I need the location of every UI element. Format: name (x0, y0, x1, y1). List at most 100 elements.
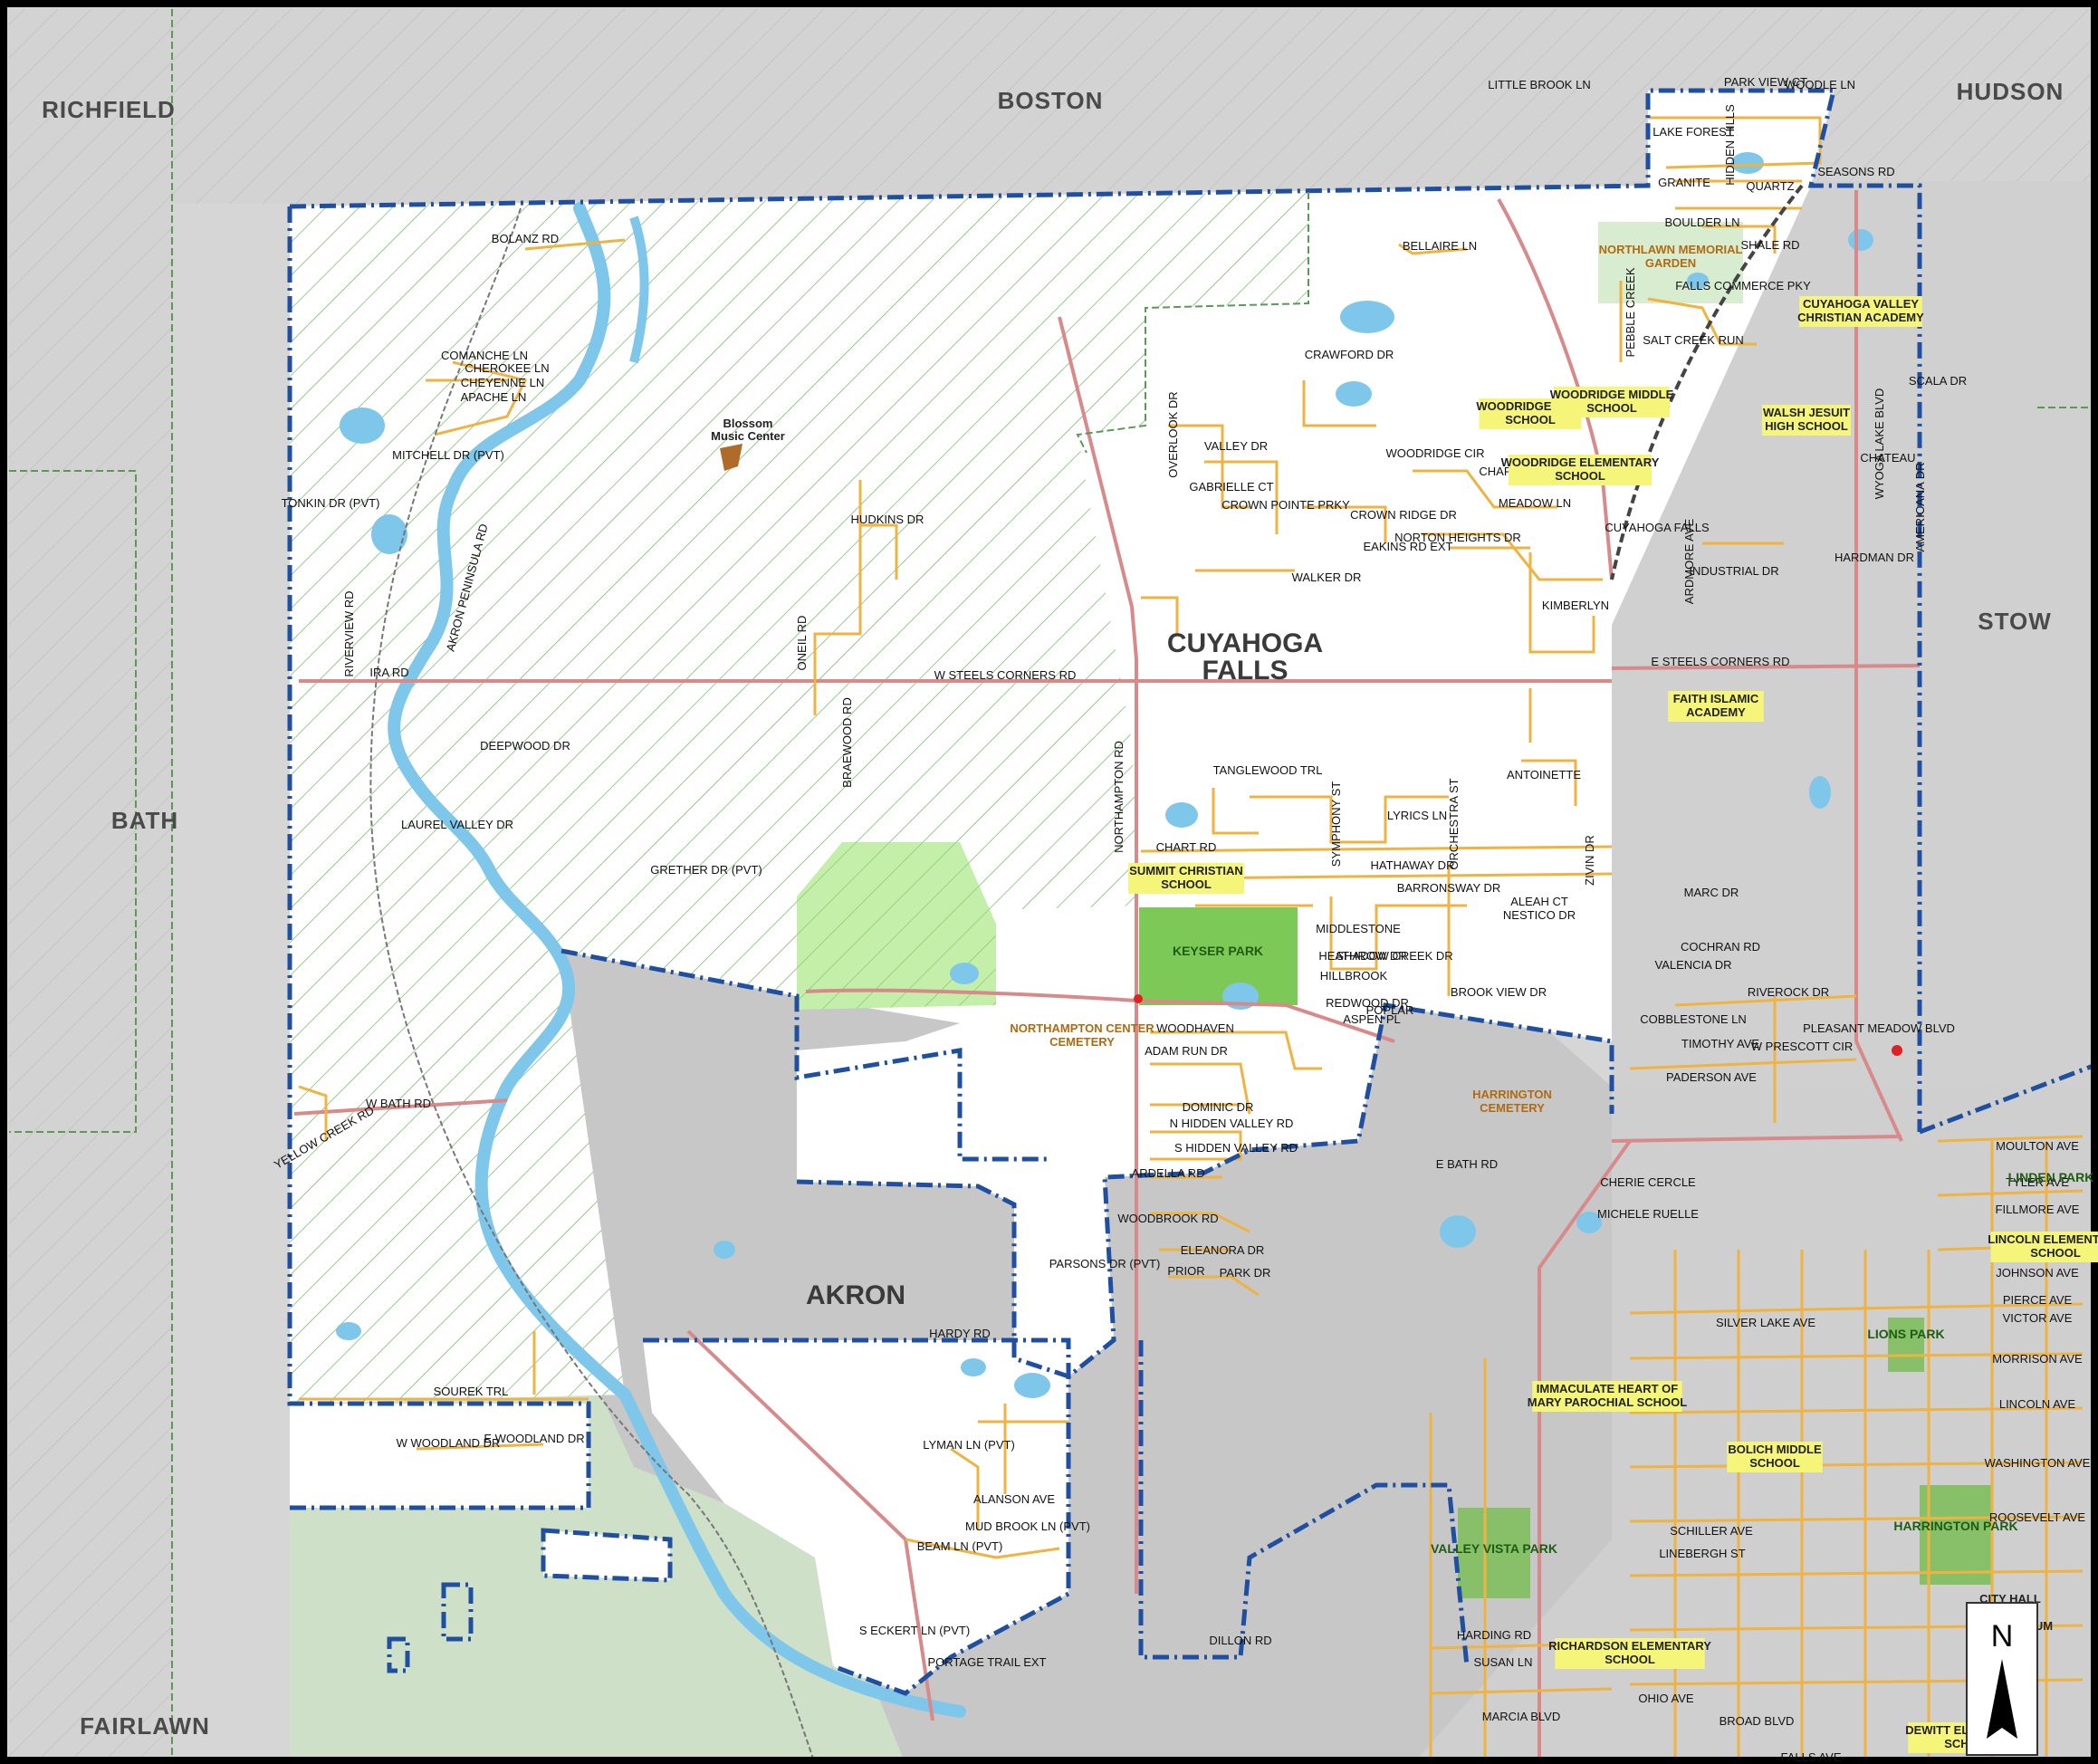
school-label-text: RICHARDSON ELEMENTARY (1548, 1639, 1711, 1653)
railroad-east (1610, 184, 1804, 580)
road-label: TYLER AVE (2006, 1175, 2069, 1189)
road-label: NORTHAMPTON RD (1112, 741, 1126, 853)
park-label: HARRINGTON PARK (1893, 1519, 2017, 1533)
road-label: CUYAHOGA FALLS (1605, 521, 1710, 534)
neighbor-boundaries (9, 9, 2098, 1764)
road-label: MARC DR (1684, 886, 1739, 899)
blossom-music-center-icon[interactable] (720, 444, 742, 471)
road-label: KIMBERLYN (1542, 599, 1609, 612)
road-label: S HIDDEN VALLEY RD (1174, 1141, 1298, 1155)
north-arrow-label: N (1991, 1619, 2014, 1654)
school-label-text: MARY PAROCHIAL SCHOOL (1528, 1395, 1688, 1409)
lions-park[interactable] (1888, 1318, 1924, 1372)
road-label: PIERCE AVE (2003, 1293, 2073, 1307)
road-label: LYMAN LN (PVT) (923, 1438, 1015, 1452)
road-label: VICTOR AVE (2003, 1311, 2073, 1325)
road-label: N HIDDEN VALLEY RD (1170, 1117, 1294, 1130)
keyser-park-marker-icon (1134, 994, 1143, 1003)
poi-marker-icon (1892, 1045, 1902, 1056)
road-label: GABRIELLE CT (1189, 480, 1273, 494)
keyser-park[interactable] (1139, 907, 1298, 1005)
township-boundary (287, 88, 2098, 1696)
school-label-background (1762, 405, 1851, 436)
road-label: HATHAWAY DR (1371, 858, 1455, 872)
road-label: SILVER LAKE AVE (1716, 1316, 1815, 1329)
road-label: HARDY RD (929, 1327, 991, 1340)
road-label: AMERICANA DR (1913, 463, 1927, 552)
city-label: AKRON (806, 1280, 905, 1310)
school-label-text: CHRISTIAN ACADEMY (1797, 311, 1924, 324)
river-tributary (629, 216, 649, 364)
road-label: HIDDEN HILLS (1723, 104, 1737, 186)
town-label: BOSTON (998, 87, 1104, 114)
road-label: TIMOTHY AVE (1681, 1037, 1760, 1050)
road-label: WOODRIDGE CIR (1385, 446, 1484, 460)
green-park-hatched (797, 842, 996, 1010)
road-label: SALT CREEK RUN (1643, 333, 1744, 347)
road-label: CHATEAU (1860, 451, 1915, 465)
road-label: DOMINIC DR (1183, 1100, 1254, 1114)
road-label: W STEELS CORNERS RD (934, 668, 1077, 682)
road-label: WALKER DR (1292, 570, 1362, 584)
road-label: BARRONSWAY DR (1397, 881, 1501, 895)
road-label: GRETHER DR (PVT) (650, 863, 762, 877)
school-label-text: SCHOOL (1161, 877, 1212, 891)
road-label: MEADOW LN (1499, 496, 1571, 510)
school-label-text: CUYAHOGA VALLEY (1803, 297, 1919, 311)
city-label: FALLS (1202, 656, 1288, 685)
road-label: BOULDER LN (1664, 216, 1739, 229)
park-label: KEYSER PARK (1173, 944, 1263, 958)
road-label: W WOODLAND DR (397, 1436, 501, 1450)
road-label: GRANITE (1658, 176, 1710, 189)
cemetery-label: NORTHAMPTON CENTER (1010, 1021, 1154, 1035)
road-label: CROWN POINTE PRKY (1221, 498, 1350, 512)
road-label: IRA RD (369, 666, 408, 679)
school-label-text: SCHOOL (1586, 401, 1637, 415)
road-label: SUSAN LN (1473, 1655, 1532, 1669)
road-label: TANGLEWOOD TRL (1213, 763, 1323, 777)
road-label: CHERIE CERCLE (1600, 1175, 1696, 1189)
school-label-text: BOLICH MIDDLE (1728, 1443, 1822, 1456)
road-label: ROOSEVELT AVE (1989, 1510, 2086, 1524)
road-label: S ECKERT LN (PVT) (859, 1624, 970, 1637)
road-label: HARDING RD (1457, 1628, 1531, 1642)
road-label: HARDMAN DR (1835, 551, 1914, 564)
road-label: COBBLESTONE LN (1640, 1012, 1747, 1026)
northlawn-memorial-garden[interactable] (1598, 222, 1743, 303)
south-annex-a (643, 1340, 1068, 1693)
road-label: EAKINS RD EXT (1364, 540, 1453, 553)
road-label: CRAWFORD DR (1305, 348, 1394, 361)
road-label: ADAM RUN DR (1145, 1044, 1228, 1058)
road-label: W BATH RD (366, 1097, 431, 1110)
road-label: LYRICS LN (1387, 809, 1447, 822)
road-label: BRAEWOOD RD (840, 697, 854, 788)
valley-vista-park[interactable] (1458, 1508, 1530, 1598)
school-label-text: SCHOOL (1555, 469, 1605, 483)
school-label-background (1727, 1442, 1823, 1472)
park-label: VALLEY VISTA PARK (1431, 1541, 1557, 1556)
school-label-text: SCHOOL (1605, 1653, 1655, 1666)
school-label-text: HIGH SCHOOL (1765, 419, 1848, 433)
railroad (369, 207, 816, 1764)
road-label: SEASONS RD (1817, 165, 1894, 178)
road-label: PARK DR (1220, 1266, 1271, 1280)
cemetery-label: GARDEN (1645, 256, 1696, 270)
road-label: QUARTZ (1746, 179, 1794, 193)
landmark-label: Music Center (711, 429, 785, 443)
harrington-park[interactable] (1920, 1485, 1992, 1585)
road-label: MARCIA BLVD (1482, 1710, 1560, 1723)
road-label: MICHELE RUELLE (1597, 1207, 1699, 1221)
cuyahoga-valley-hatched (290, 192, 1308, 1404)
